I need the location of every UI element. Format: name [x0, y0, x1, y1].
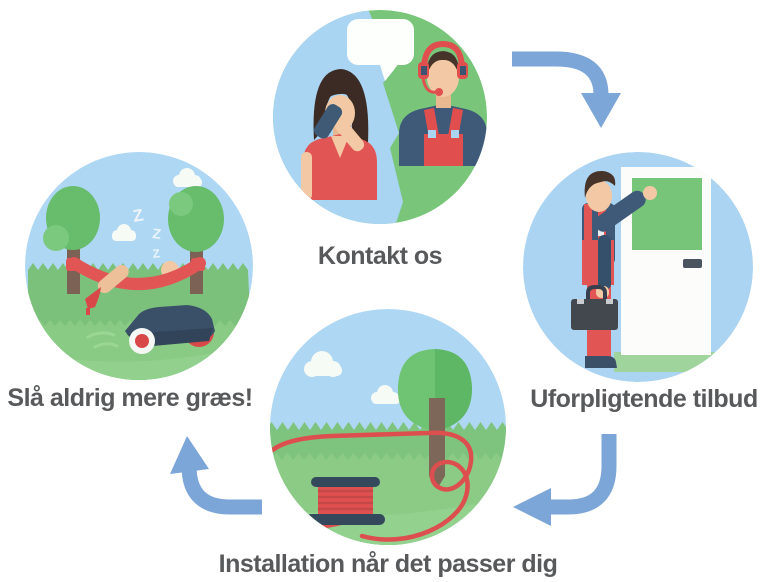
knocking-arm — [594, 190, 646, 232]
step-label-result: Slå aldrig mere græs! — [7, 384, 253, 412]
red-shoe-icon — [85, 287, 101, 315]
svg-text:Z: Z — [152, 246, 161, 261]
arrow-installation-to-result — [170, 436, 262, 515]
door-letterbox — [683, 259, 702, 268]
cloud-icon — [112, 224, 136, 241]
cloud-icon — [304, 351, 342, 377]
cloud-icon — [371, 385, 400, 404]
headset-band-icon — [421, 40, 465, 71]
phone-handset-icon — [314, 104, 343, 139]
carrying-arm — [598, 235, 611, 290]
boundary-cable — [270, 430, 474, 542]
support-man-hair — [426, 51, 460, 75]
arrow-contact-to-offer — [512, 51, 621, 128]
flow-arrows — [170, 51, 621, 526]
cable-spool-icon — [306, 477, 385, 525]
step-label-installation: Installation når det passer dig — [218, 550, 558, 578]
salesman-shoe — [585, 356, 617, 368]
overall-buckle — [451, 130, 459, 138]
hammock-icon — [66, 257, 206, 290]
step-label-offer: Uforpligtende tilbud — [530, 385, 758, 413]
svg-text:Z: Z — [131, 205, 145, 226]
briefcase-handle — [586, 285, 607, 299]
salesman-figure — [571, 170, 657, 368]
step-circle-result: Z Z Z — [25, 152, 253, 380]
salesman-face — [586, 180, 612, 212]
step-circle-offer — [523, 152, 753, 382]
woman-arm — [301, 152, 312, 200]
grass-tufts — [86, 331, 119, 349]
briefcase-icon — [571, 299, 618, 330]
robot-mower-icon — [125, 305, 215, 354]
support-man-bib — [424, 134, 463, 166]
overall-buckle — [428, 130, 436, 138]
salesman-strap — [584, 204, 592, 244]
hammock-tree-right — [168, 186, 224, 294]
arrow-offer-to-installation — [513, 434, 617, 526]
salesman-hair — [584, 170, 616, 198]
sleeper-leg — [97, 264, 129, 294]
woman-hair — [313, 69, 369, 146]
speech-bubble-icon — [347, 19, 414, 81]
support-man-figure — [399, 40, 487, 166]
woman-phone-arm — [334, 118, 365, 152]
knocking-fist — [643, 186, 657, 200]
zzz-sleep-icon: Z Z Z — [131, 205, 162, 261]
step-circle-installation — [270, 309, 506, 545]
step-circle-contact — [273, 10, 487, 224]
garden-tree — [397, 349, 473, 489]
caller-woman-figure — [301, 69, 377, 200]
step-label-contact: Kontakt os — [317, 242, 443, 270]
svg-text:Z: Z — [152, 225, 163, 242]
support-man-face — [427, 57, 459, 97]
cloud-icon — [173, 168, 202, 187]
door-window — [632, 178, 702, 250]
